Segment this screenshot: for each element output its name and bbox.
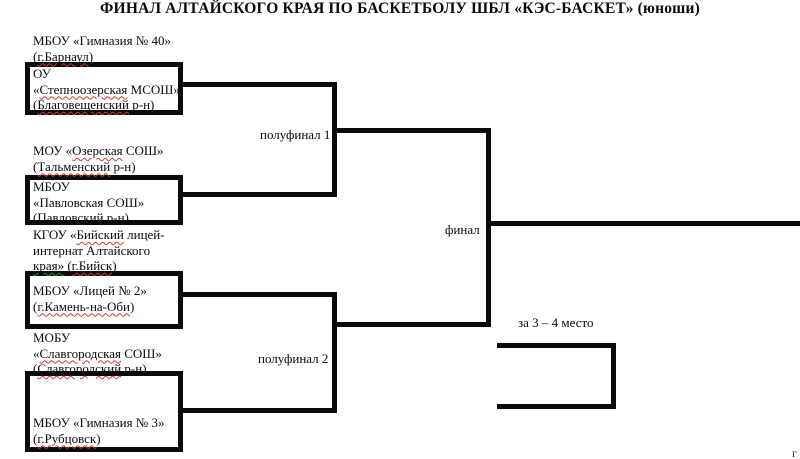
team-ozerskaya-sosh: МОУ «Озерская СОШ»(Тальменский р-н): [33, 143, 164, 174]
team-name-line: (г.Камень-на-Оби): [33, 298, 135, 314]
bracket-line-3rd-top: [497, 343, 616, 348]
bracket-line-sf2-vertical: [332, 292, 337, 413]
team-pavlovskaya-sosh: МБОУ«Павловская СОШ»(Павловский р-н): [33, 179, 144, 226]
team-name-line: МОБУ: [33, 330, 71, 345]
page-title: ФИНАЛ АЛТАЙСКОГО КРАЯ ПО БАСКЕТБОЛУ ШБЛ …: [100, 0, 700, 17]
team-box-lyceum-2: [25, 271, 183, 329]
team-name-line: МБОУ «Гимназия № 3»: [33, 415, 165, 430]
label-final: финал: [445, 222, 480, 237]
bracket-line-3rd-bottom: [497, 404, 616, 409]
bracket-line-final-winner: [486, 221, 800, 226]
team-name-line: «Павловская СОШ»: [33, 194, 145, 210]
team-name-line: «Славгородская СОШ»: [33, 345, 162, 361]
team-name-line: (г.Рубцовск): [33, 430, 101, 446]
team-name-line: (Тальменский р-н): [33, 158, 136, 174]
bracket-line-3rd-vertical: [611, 343, 616, 409]
team-name-line: МБОУ «Лицей № 2»: [33, 283, 147, 298]
team-name-line: МБОУ «Гимназия № 40»: [33, 33, 171, 48]
team-name-line: (г.Барнаул): [33, 48, 94, 64]
bracket-line-sf2-winner: [332, 322, 491, 327]
label-semifinal-1: полуфинал 1: [260, 127, 331, 142]
team-name-line: (Благовещенский р-н): [33, 97, 155, 112]
bracket-line-final-vertical: [486, 128, 491, 327]
team-name-line: края» (г.Бийск): [33, 258, 117, 273]
team-name-line: (Славгородский р-н): [33, 361, 147, 376]
team-name-line: интернат Алтайского: [33, 242, 151, 258]
bracket-line-sf1-winner: [332, 128, 491, 133]
team-name-line: КГОУ «Бийский лицей-: [33, 227, 165, 242]
team-gymnasium-40-barnaul: МБОУ «Гимназия № 40»(г.Барнаул): [33, 33, 171, 64]
team-name-line: МОУ «Озерская СОШ»: [33, 143, 164, 158]
label-semifinal-2: полуфинал 2: [258, 351, 329, 366]
team-stepnoozerskaya-msosh: ОУ«Степноозерская МСОШ»(Благовещенский р…: [33, 66, 180, 113]
team-name-line: «Степноозерская МСОШ»: [33, 81, 180, 97]
bracket-line-sf1-bottom: [178, 192, 337, 197]
bracket-line-sf2-top: [178, 292, 337, 297]
bracket-line-sf1-vertical: [332, 82, 337, 197]
team-box-pavlovskaya: [25, 175, 183, 225]
team-box-stepnoozerskaya: [25, 62, 183, 115]
team-gymnasium-3-rubtsovsk: МБОУ «Гимназия № 3»(г.Рубцовск): [33, 415, 164, 446]
team-name-line: (Павловский р-н): [33, 210, 129, 225]
team-slavgorodskaya-sosh: МОБУ«Славгородская СОШ»(Славгородский р-…: [33, 330, 162, 377]
team-name-line: ОУ: [33, 66, 51, 81]
clipped-edge-character: г: [792, 446, 797, 459]
bracket-line-sf2-bottom: [178, 408, 337, 413]
label-third-place: за 3 – 4 место: [518, 315, 594, 330]
team-lyceum-2-kamen-na-obi: МБОУ «Лицей № 2»(г.Камень-на-Оби): [33, 283, 147, 314]
team-name-line: МБОУ: [33, 179, 70, 194]
bracket-line-sf1-top: [178, 82, 337, 87]
